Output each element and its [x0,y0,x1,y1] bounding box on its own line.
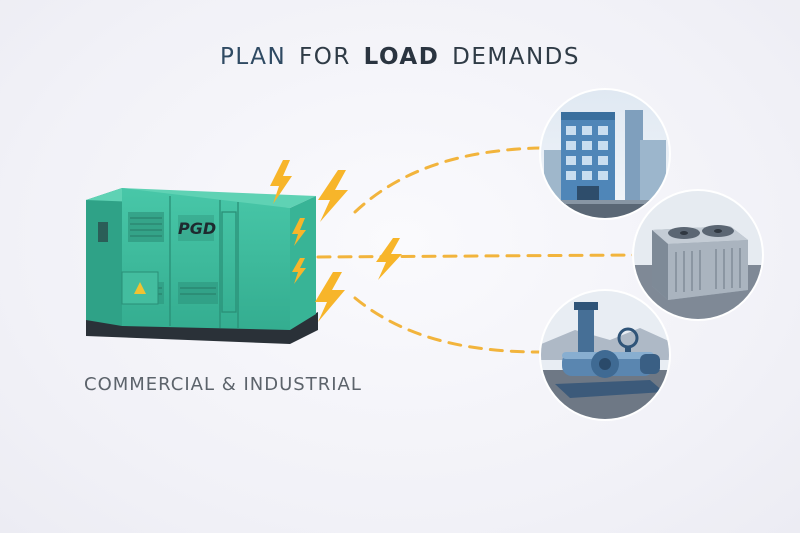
title-word-demands: DEMANDS [452,44,580,70]
generator-icon: PGD [86,188,318,344]
lightning-bolt-icon [318,170,348,222]
connection-lines [316,146,636,354]
generator-caption: COMMERCIAL & INDUSTRIAL [84,374,362,395]
hvac-unit-icon [632,189,764,321]
title-word-load: LOAD [363,44,440,70]
industrial-pump-icon [539,289,671,421]
title-word-for: FOR [299,44,351,70]
lightning-bolts [270,160,402,322]
connection-line-top [353,146,542,214]
lightning-bolt-icon [270,160,292,204]
title-word-plan: PLAN [220,44,287,70]
lightning-bolt-icon [315,272,345,322]
office-building-icon [539,88,671,220]
generator-logo: PGD [178,219,216,238]
connection-line-middle [316,253,636,259]
lightning-bolt-icon [292,218,306,246]
lightning-bolt-icon [292,258,306,284]
lightning-bolt-icon [376,238,402,280]
page-title: PLAN FOR LOAD DEMANDS [0,44,800,70]
connection-line-bottom [353,296,542,354]
